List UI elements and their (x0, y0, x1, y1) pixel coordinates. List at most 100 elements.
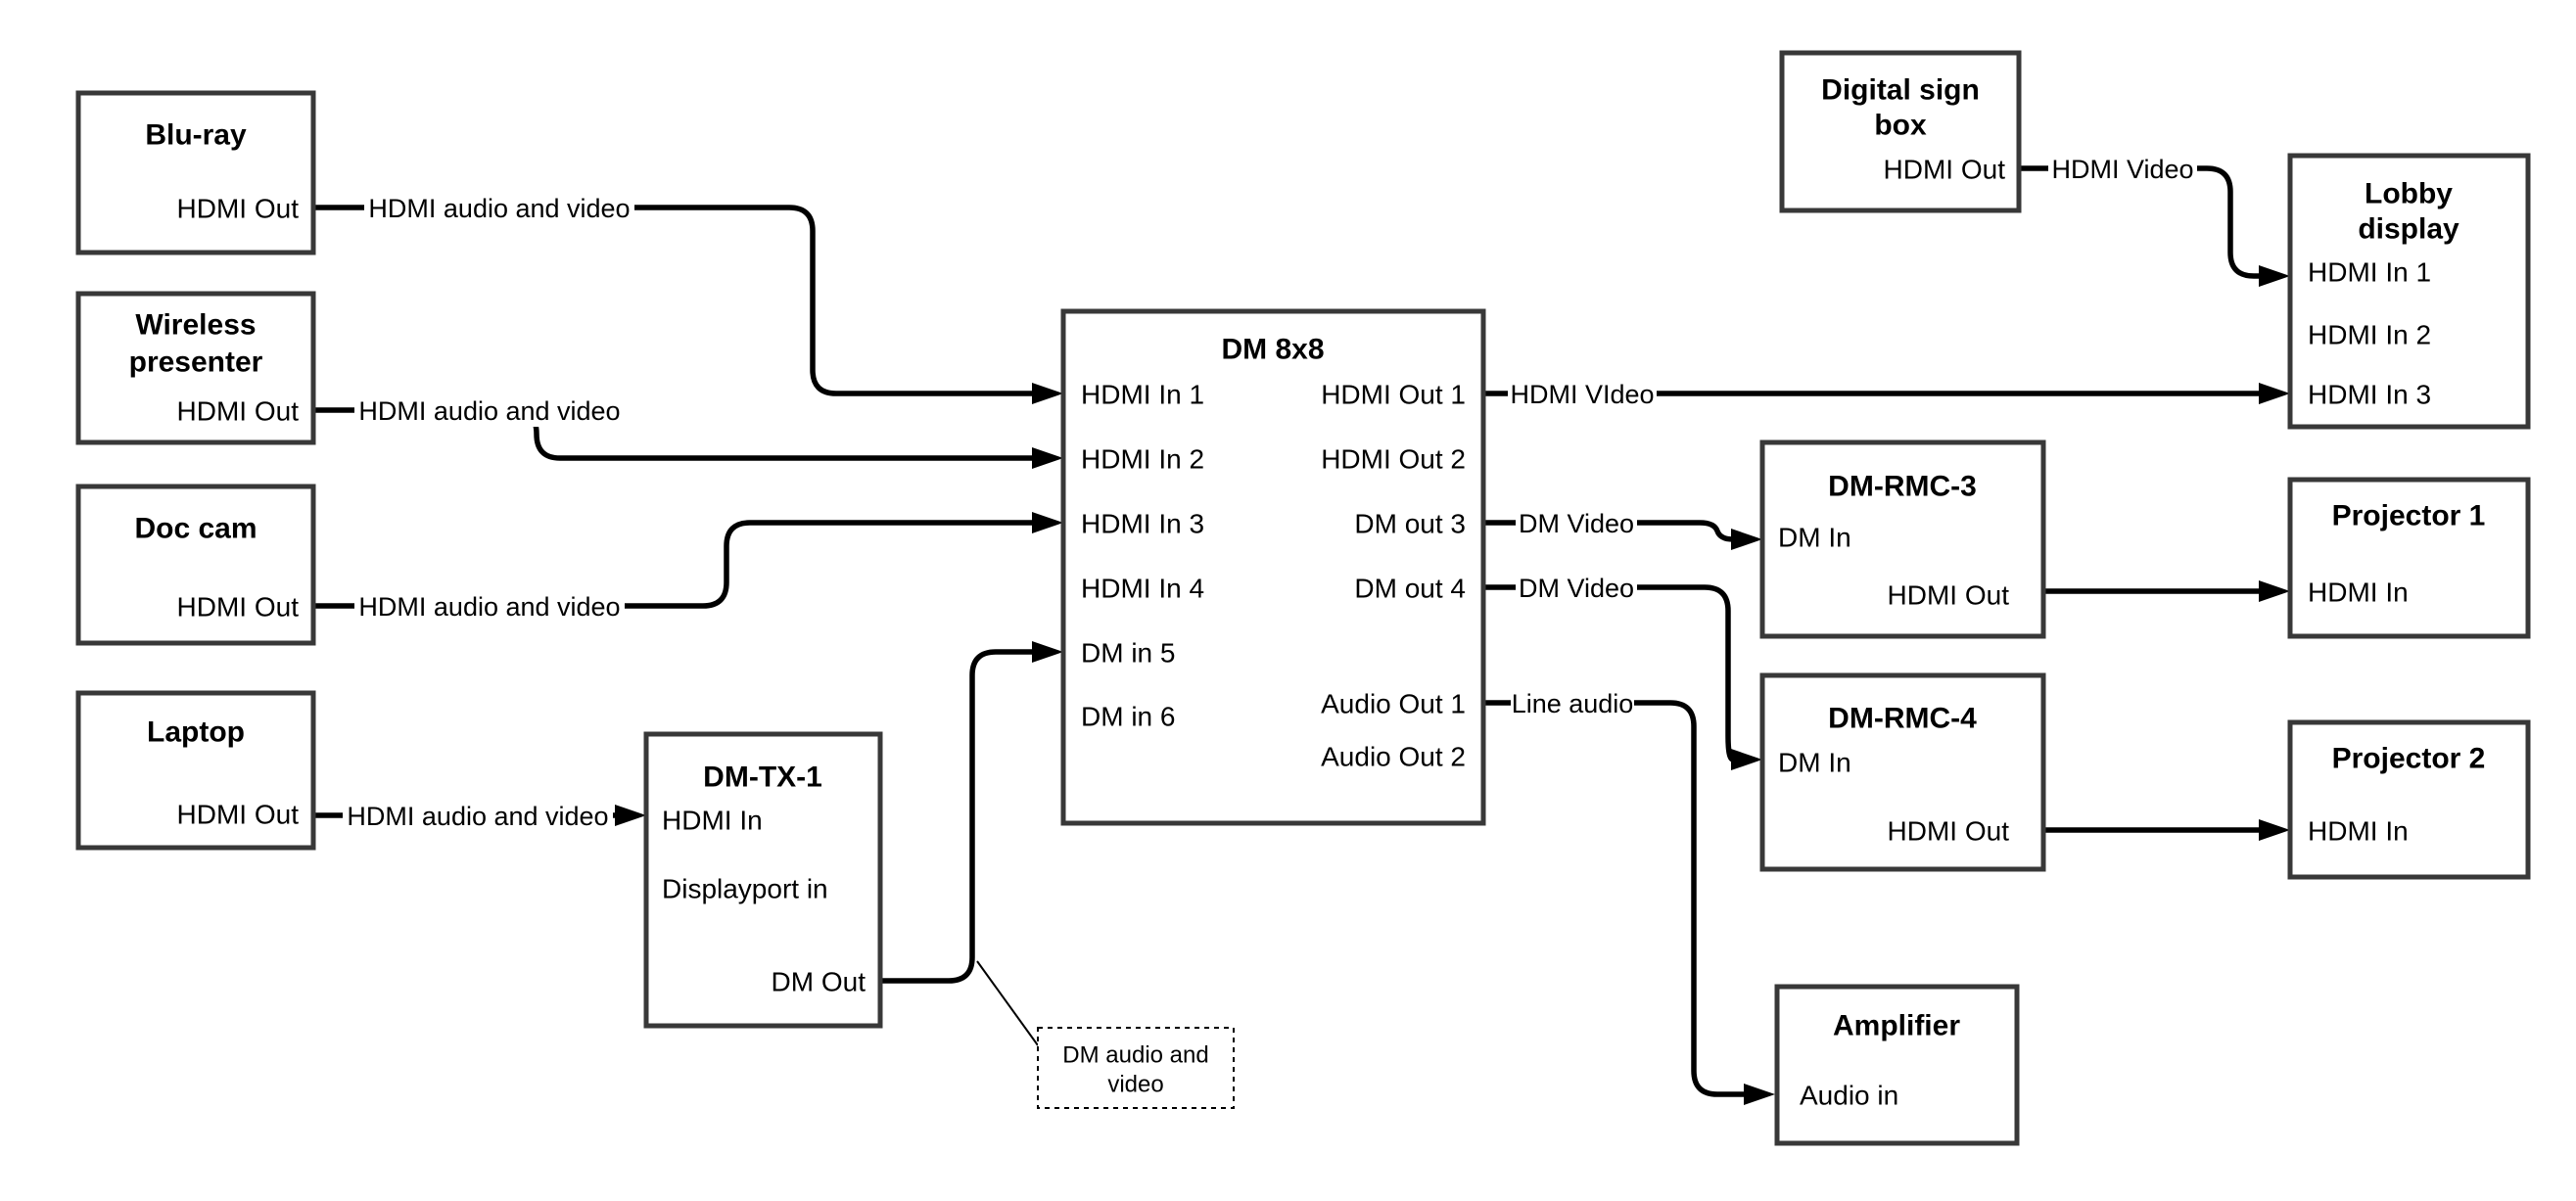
dm-rmc-4-title: DM-RMC-4 (1828, 703, 1977, 735)
wire-bluray-to-dm (313, 205, 1032, 396)
node-digital-sign-box: Digital sign box HDMI Out (1779, 50, 2022, 213)
dm-rmc-3-port-hdmi-out: HDMI Out (1888, 580, 2010, 611)
dm8x8-port-hdmi-out-1: HDMI Out 1 (1321, 380, 1466, 410)
dm8x8-box (1060, 308, 1486, 826)
label-bg (1516, 506, 1637, 539)
wire-out4-to-rmc4 (1483, 584, 1734, 762)
lobby-display-port-hdmi-in-2: HDMI In 2 (2308, 320, 2431, 350)
arrowhead (2259, 580, 2290, 602)
projector-2-title: Projector 2 (2332, 743, 2486, 775)
wire-label-hdmi-av-doccam: HDMI audio and video (358, 592, 620, 622)
bluray-box (75, 90, 316, 255)
node-projector-2: Projector 2 HDMI In (2287, 719, 2531, 880)
projector-2-box (2287, 719, 2531, 880)
wire-label-hdmi-av-laptop: HDMI audio and video (347, 802, 608, 831)
amplifier-title: Amplifier (1833, 1010, 1960, 1042)
wire-label-dm-video-out3: DM Video (1519, 509, 1634, 538)
projector-1-port-hdmi-in: HDMI In (2308, 577, 2409, 608)
digital-sign-title-line1: Digital sign (1821, 74, 1980, 107)
wire-label-hdmi-av-wireless: HDMI audio and video (358, 396, 620, 426)
annotation-callout-line (976, 960, 1039, 1046)
wire-tx-to-dm-in5 (880, 649, 1032, 984)
dm-rmc-3-port-dm-in: DM In (1778, 523, 1851, 553)
dm8x8-port-dm-in-5: DM in 5 (1081, 638, 1175, 669)
dm-tx-1-box (643, 731, 883, 1029)
amplifier-box (1774, 984, 2020, 1146)
node-dm8x8: DM 8x8 HDMI In 1 HDMI In 2 HDMI In 3 HDM… (1060, 308, 1486, 826)
dm-tx-1-port-hdmi-in: HDMI In (662, 806, 763, 836)
dm8x8-title: DM 8x8 (1221, 334, 1324, 366)
annotation-line2: video (1107, 1072, 1163, 1098)
annotation-line1: DM audio and (1062, 1042, 1208, 1069)
projector-1-box (2287, 477, 2531, 639)
doc-cam-box (75, 484, 316, 646)
label-bg (343, 799, 613, 832)
digital-sign-port-hdmi-out: HDMI Out (1884, 155, 2006, 185)
node-doc-cam: Doc cam HDMI Out (75, 484, 316, 646)
wire-label-hdmi-video-out1: HDMI VIdeo (1510, 380, 1654, 409)
wire-sign-to-lobby (2019, 165, 2259, 279)
label-bg (1508, 377, 1657, 410)
wire-label-hdmi-av-bluray: HDMI audio and video (368, 194, 630, 223)
projector-2-port-hdmi-in: HDMI In (2308, 816, 2409, 847)
doc-cam-title: Doc cam (134, 513, 257, 545)
label-bg (2048, 152, 2197, 185)
wire-labels: HDMI audio and video HDMI audio and vide… (343, 152, 2197, 832)
node-lobby-display: Lobby display HDMI In 1 HDMI In 2 HDMI I… (2287, 153, 2531, 430)
dm8x8-port-audio-out-2: Audio Out 2 (1321, 742, 1466, 772)
digital-sign-title-line2: box (1874, 110, 1927, 142)
dm8x8-port-dm-out-4: DM out 4 (1354, 574, 1466, 604)
wire-audio1-to-amp (1483, 700, 1744, 1097)
dm-rmc-4-box (1759, 672, 2046, 872)
arrowhead (2259, 265, 2290, 287)
annotation-dm-audio-video: DM audio and video (976, 960, 1235, 1109)
dm-tx-1-title: DM-TX-1 (703, 762, 822, 794)
label-bg (354, 589, 625, 623)
arrowhead (1032, 512, 1063, 533)
label-bg (354, 393, 625, 427)
wire-label-dm-video-out4: DM Video (1519, 574, 1634, 603)
dm8x8-port-dm-in-6: DM in 6 (1081, 702, 1175, 732)
lobby-display-port-hdmi-in-3: HDMI In 3 (2308, 380, 2431, 410)
lobby-display-title-line2: display (2358, 213, 2459, 246)
wire-label-hdmi-video-sign: HDMI Video (2051, 155, 2193, 184)
projector-1-title: Projector 1 (2332, 500, 2486, 532)
dm-tx-1-port-displayport-in: Displayport in (662, 874, 828, 904)
wireless-presenter-box (75, 291, 316, 445)
wireless-presenter-port-hdmi-out: HDMI Out (177, 396, 300, 427)
wireless-presenter-title-line1: Wireless (135, 309, 256, 342)
arrowhead (615, 805, 646, 826)
bluray-port-hdmi-out: HDMI Out (177, 194, 300, 224)
arrowhead (1032, 383, 1063, 404)
arrowhead (1032, 447, 1063, 469)
lobby-display-port-hdmi-in-1: HDMI In 1 (2308, 257, 2431, 288)
label-bg (1511, 686, 1634, 719)
wire-label-line-audio: Line audio (1512, 689, 1634, 718)
wire-doccam-to-dm (313, 520, 1032, 609)
dm-rmc-4-port-dm-in: DM In (1778, 748, 1851, 778)
wire-out3-to-rmc3 (1483, 520, 1734, 542)
node-bluray: Blu-ray HDMI Out (75, 90, 316, 255)
dm8x8-port-audio-out-1: Audio Out 1 (1321, 689, 1466, 719)
dm8x8-port-hdmi-out-2: HDMI Out 2 (1321, 444, 1466, 475)
node-amplifier: Amplifier Audio in (1774, 984, 2020, 1146)
label-bg (364, 191, 634, 224)
arrowhead (1032, 641, 1063, 663)
dm8x8-port-hdmi-in-4: HDMI In 4 (1081, 574, 1204, 604)
laptop-port-hdmi-out: HDMI Out (177, 800, 300, 830)
arrowhead (1731, 529, 1762, 550)
lobby-display-title-line1: Lobby (2365, 178, 2453, 210)
label-bg (1516, 571, 1637, 604)
arrowhead (1744, 1084, 1775, 1105)
dm8x8-port-dm-out-3: DM out 3 (1354, 509, 1466, 539)
amplifier-port-audio-in: Audio in (1800, 1081, 1898, 1111)
wireless-presenter-title-line2: presenter (129, 346, 263, 379)
laptop-box (75, 690, 316, 851)
node-dm-rmc-4: DM-RMC-4 DM In HDMI Out (1759, 672, 2046, 872)
dm8x8-port-hdmi-in-1: HDMI In 1 (1081, 380, 1204, 410)
arrowhead (1731, 749, 1762, 770)
node-dm-rmc-3: DM-RMC-3 DM In HDMI Out (1759, 439, 2046, 639)
dm-tx-1-port-dm-out: DM Out (772, 967, 866, 997)
